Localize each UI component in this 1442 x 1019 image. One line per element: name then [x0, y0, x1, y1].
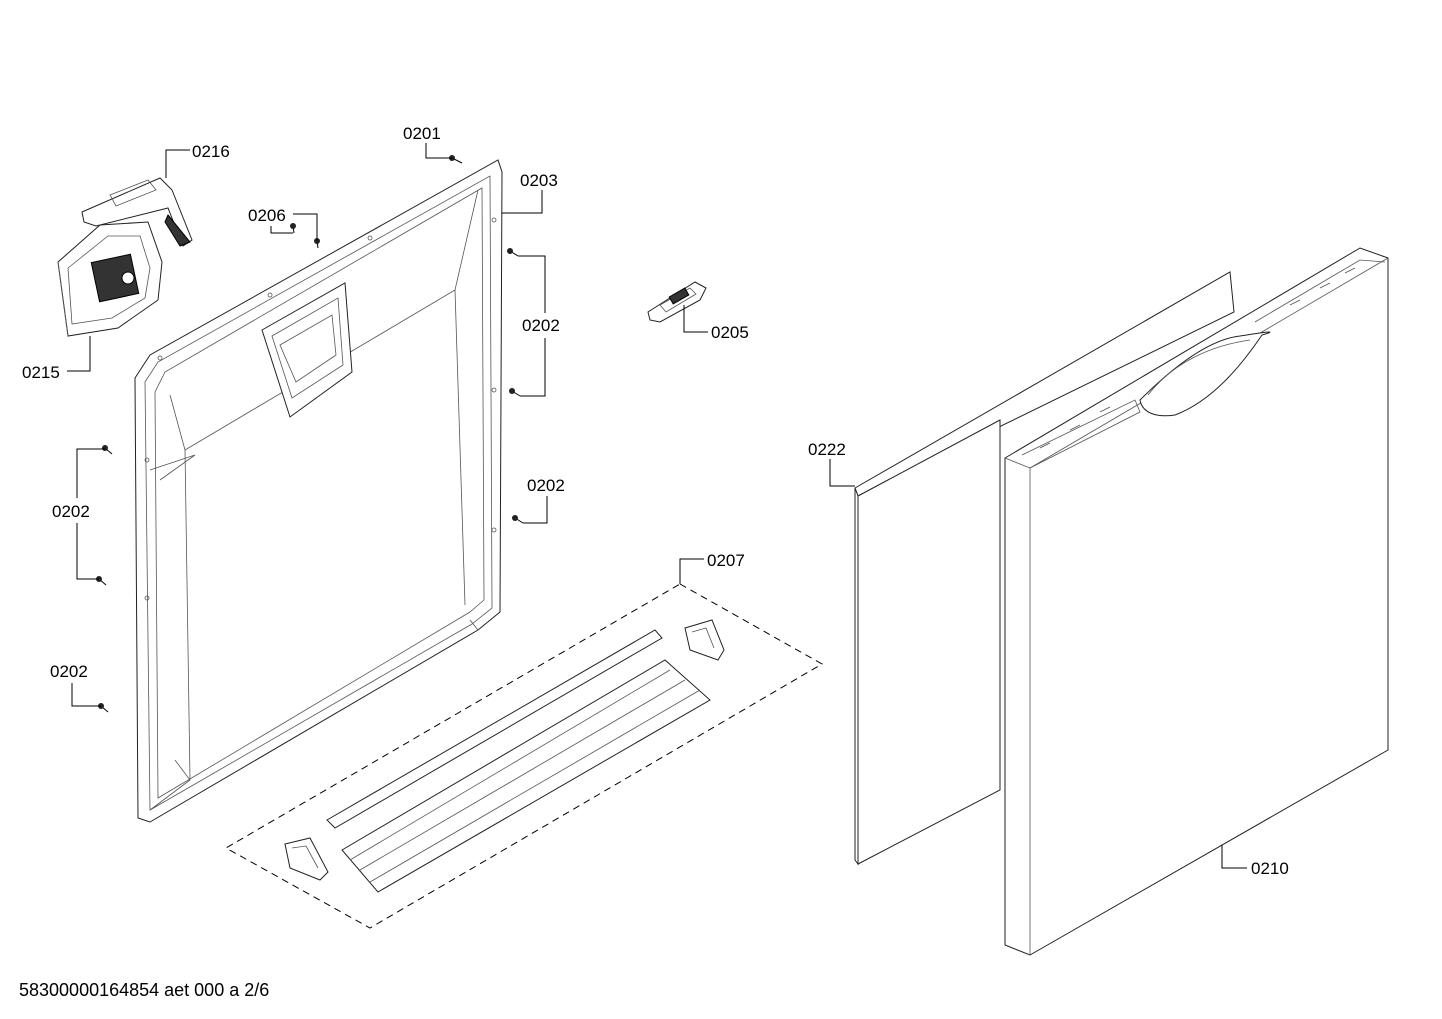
- leader-lines: [67, 143, 1247, 869]
- screw-0202-left-second: [96, 576, 107, 586]
- label-0202-right-mid: 0202: [527, 476, 565, 495]
- screw-0202-right-mid: [512, 515, 524, 524]
- label-0201: 0201: [403, 124, 441, 143]
- screw-0201: [449, 155, 463, 164]
- label-0202-right-top: 0202: [522, 316, 560, 335]
- dispenser-part: [57, 221, 163, 337]
- label-0222: 0222: [808, 440, 846, 459]
- bracket-part: [81, 177, 193, 247]
- label-0203: 0203: [520, 171, 558, 190]
- front-panel-part: [854, 271, 1235, 866]
- screw-0206-a: [290, 223, 296, 234]
- label-0207: 0207: [707, 551, 745, 570]
- screw-0202-right-top: [507, 248, 519, 257]
- label-0205: 0205: [711, 323, 749, 342]
- label-0210: 0210: [1251, 859, 1289, 878]
- outer-door-panel-part: [1004, 247, 1389, 956]
- inner-door-frame-part: [134, 159, 503, 823]
- label-0202-left-bottom: 0202: [50, 662, 88, 681]
- label-0202-left-mid: 0202: [52, 502, 90, 521]
- label-0206: 0206: [248, 206, 286, 225]
- latch-part: [647, 281, 707, 323]
- label-0215: 0215: [22, 363, 60, 382]
- screw-0202-right-second: [509, 388, 521, 397]
- label-0216: 0216: [192, 142, 230, 161]
- seal-kit-group: [224, 583, 824, 929]
- document-id: 58300000164854 aet 000 a 2/6: [19, 980, 270, 1000]
- screw-0202-left-bottom: [98, 703, 109, 713]
